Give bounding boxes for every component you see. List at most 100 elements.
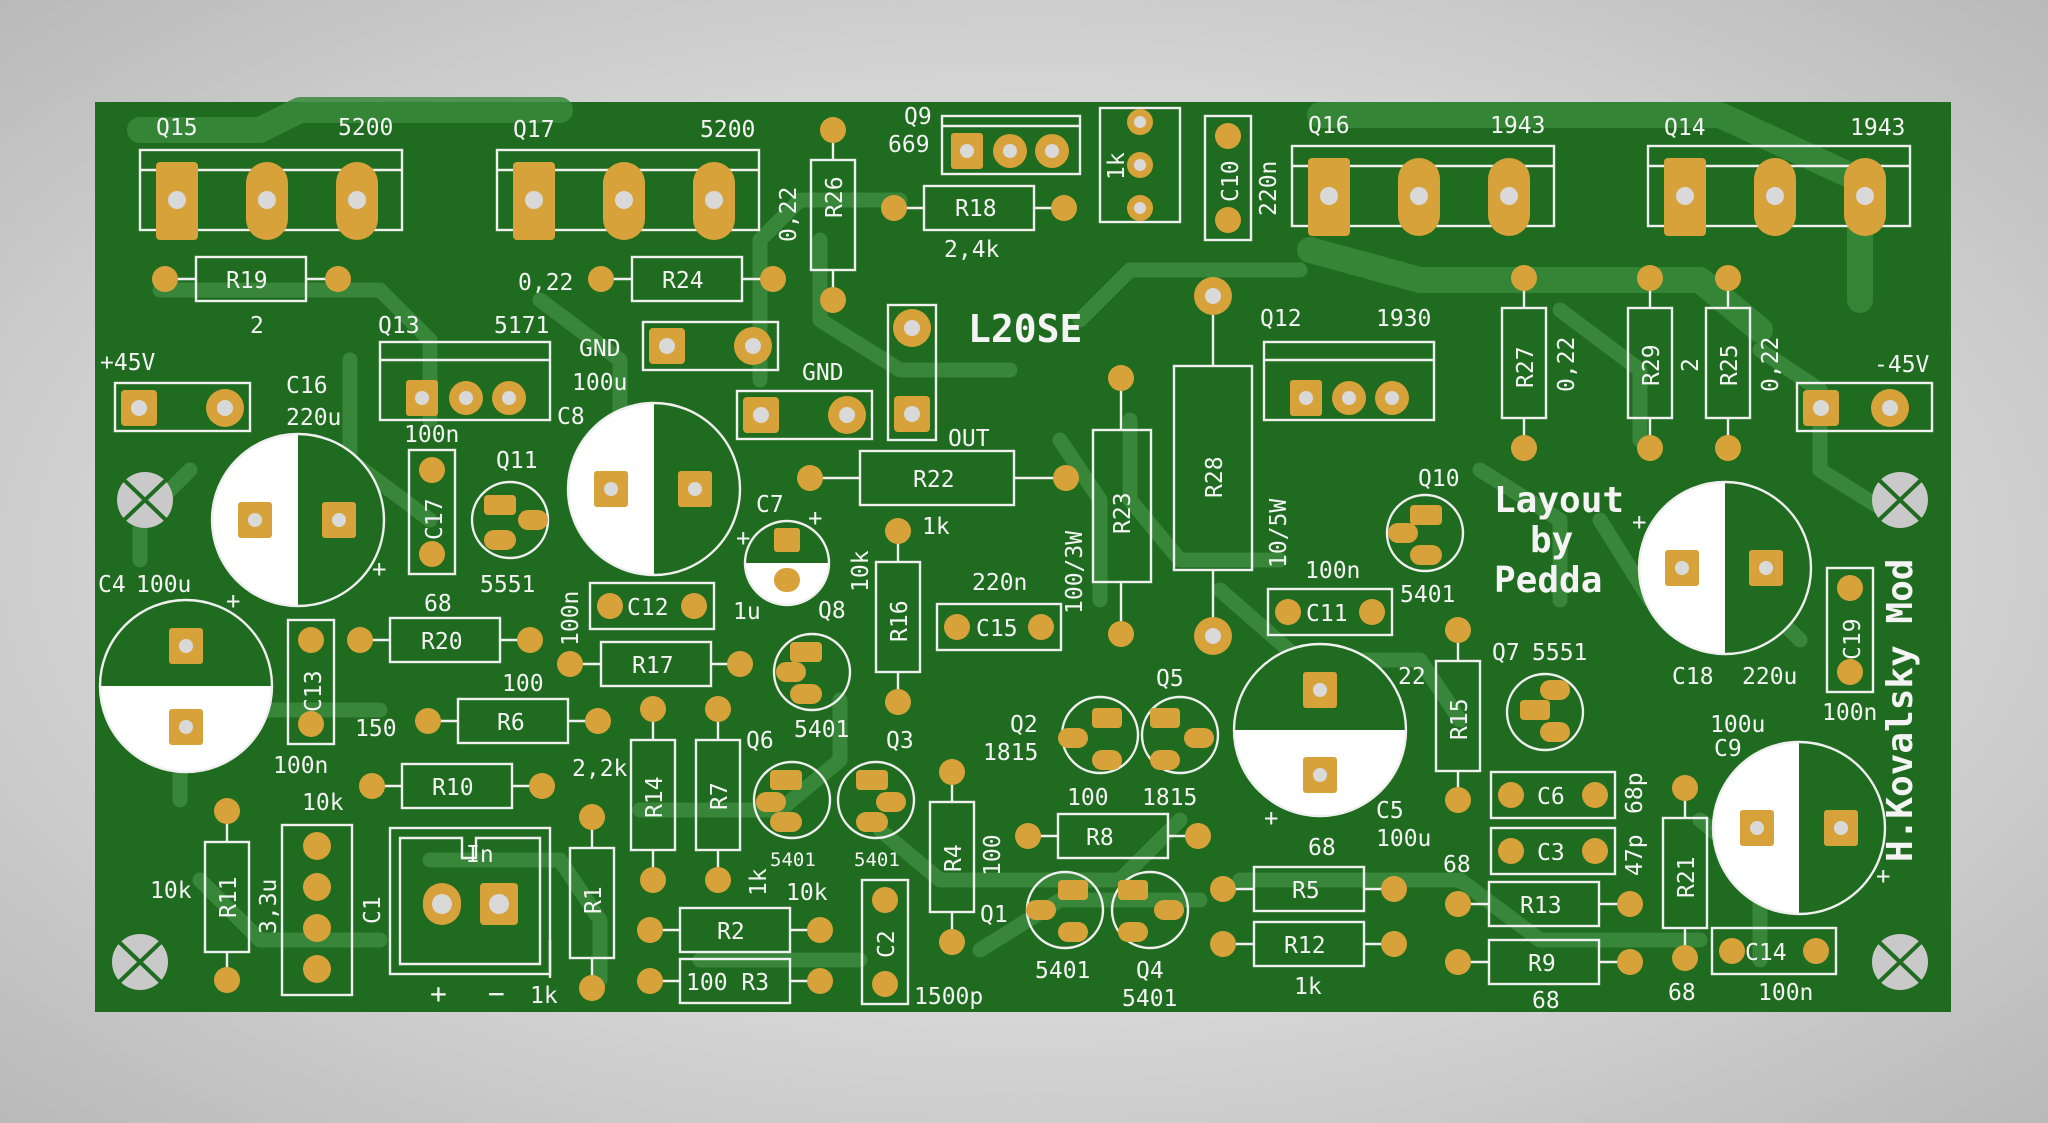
- cap-c17: [407, 448, 457, 576]
- label-in: In: [466, 842, 494, 868]
- transistor-q17: [495, 148, 761, 240]
- label-c16: C16: [286, 373, 328, 399]
- label-100b: 100: [1067, 785, 1109, 811]
- transistor-q10: [1385, 493, 1465, 573]
- resistor-r11: [203, 798, 251, 993]
- svg-text:+: +: [736, 524, 750, 552]
- label-022a: 0,22: [518, 270, 573, 296]
- label-r4: R4: [941, 844, 967, 872]
- label-24k: 2,4k: [944, 237, 1000, 263]
- resistor-r4: [928, 759, 976, 955]
- resistor-r15: [1434, 617, 1482, 813]
- resistor-r9: [1445, 938, 1643, 986]
- label-1930: 1930: [1376, 306, 1431, 332]
- resistor-r2: [637, 906, 833, 954]
- resistor-r8: [1015, 812, 1211, 860]
- resistor-r13: [1445, 880, 1643, 928]
- label-r17: R17: [632, 653, 674, 679]
- resistor-r21: [1661, 775, 1709, 971]
- trimmer-1k: [1098, 106, 1182, 224]
- cap-c4: [98, 598, 274, 774]
- label-c7: C7: [756, 492, 784, 518]
- cap-c19: [1825, 566, 1875, 694]
- label-100u-c9: 100u: [1710, 712, 1765, 738]
- label-q8: Q8: [818, 598, 846, 624]
- label-q10: Q10: [1418, 466, 1460, 492]
- resistor-r27: [1500, 265, 1548, 461]
- label-r20: R20: [421, 629, 463, 655]
- label-c11: C11: [1306, 601, 1348, 627]
- svg-text:+: +: [226, 587, 240, 615]
- label-220u-c18: 220u: [1742, 664, 1797, 690]
- transistor-q13: [378, 340, 552, 422]
- label-r15: R15: [1447, 698, 1473, 740]
- credit-line-3: Pedda: [1494, 560, 1602, 601]
- label-q3: Q3: [886, 728, 914, 754]
- transistor-q4: [1110, 870, 1190, 950]
- label-q6: Q6: [746, 728, 774, 754]
- label-1500p: 1500p: [914, 984, 983, 1010]
- transistor-q1: [1025, 870, 1105, 950]
- label-1k-in: 1k: [530, 983, 558, 1009]
- connectors: [113, 303, 1934, 978]
- label-1u: 1u: [733, 599, 761, 625]
- label-c10: C10: [1218, 160, 1244, 202]
- label-r19: R19: [226, 268, 268, 294]
- resistor-r23: [1091, 365, 1153, 647]
- credit-line-1: Layout: [1494, 480, 1624, 521]
- label-33u: 3,3u: [256, 879, 282, 934]
- label-68a: 68: [424, 591, 452, 617]
- mounting-hole: [1872, 934, 1928, 990]
- label-220u-c16: 220u: [286, 405, 341, 431]
- label-5551a: 5551: [480, 572, 535, 598]
- label-10k-r10: 10k: [302, 790, 344, 816]
- label-5401-q6: 5401: [770, 849, 816, 871]
- resistor-r25: [1704, 265, 1752, 461]
- label-c1: C1: [360, 896, 386, 924]
- label-r10: R10: [432, 775, 474, 801]
- label-r6: R6: [497, 710, 525, 736]
- label-5401-q4: 5401: [1122, 986, 1177, 1012]
- label-100n-c12: 100n: [558, 591, 584, 646]
- label-100u-c4: 100u: [136, 572, 191, 598]
- label-10-5w: 10/5W: [1266, 499, 1292, 568]
- cap-c16: [210, 432, 386, 608]
- label-100n-c14: 100n: [1758, 980, 1813, 1006]
- transistor-q14: [1646, 144, 1912, 236]
- transistor-q16: [1290, 144, 1556, 236]
- label-100a: 100: [502, 671, 544, 697]
- label-r23: R23: [1110, 492, 1136, 534]
- resistor-r18: [881, 184, 1077, 232]
- electrolytic-caps: [98, 401, 1887, 916]
- cap-c1-header: [280, 823, 354, 997]
- resistor-r20: [347, 616, 543, 664]
- label-022c: 0,22: [1554, 337, 1580, 392]
- label-100n-c19: 100n: [1822, 700, 1877, 726]
- transistor-q3: [836, 760, 916, 840]
- label-1943a: 1943: [1490, 113, 1545, 139]
- label-22: 22: [1398, 664, 1426, 690]
- label-r21: R21: [1674, 856, 1700, 898]
- cap-c13: [286, 618, 336, 746]
- mounting-hole: [117, 472, 173, 528]
- cap-c7: [743, 519, 831, 607]
- label-c12: C12: [627, 595, 669, 621]
- label-r22: R22: [913, 467, 955, 493]
- label-68-r21: 68: [1668, 980, 1696, 1006]
- label-5551b: 5551: [1532, 640, 1587, 666]
- transistor-q15: [138, 148, 404, 240]
- label-5171: 5171: [494, 313, 549, 339]
- label-r8: R8: [1086, 825, 1114, 851]
- label-c15: C15: [976, 616, 1018, 642]
- resistor-r28: [1172, 277, 1254, 655]
- label-5200b: 5200: [700, 117, 755, 143]
- label-q5: Q5: [1156, 666, 1184, 692]
- label-r18: R18: [955, 196, 997, 222]
- label-22k: 2,2k: [572, 756, 628, 782]
- connector-neg45: [1795, 381, 1934, 433]
- resistor-r1: [568, 804, 616, 1001]
- label-5401-q8: 5401: [794, 717, 849, 743]
- label-c6: C6: [1537, 784, 1565, 810]
- label-out: OUT: [948, 426, 990, 452]
